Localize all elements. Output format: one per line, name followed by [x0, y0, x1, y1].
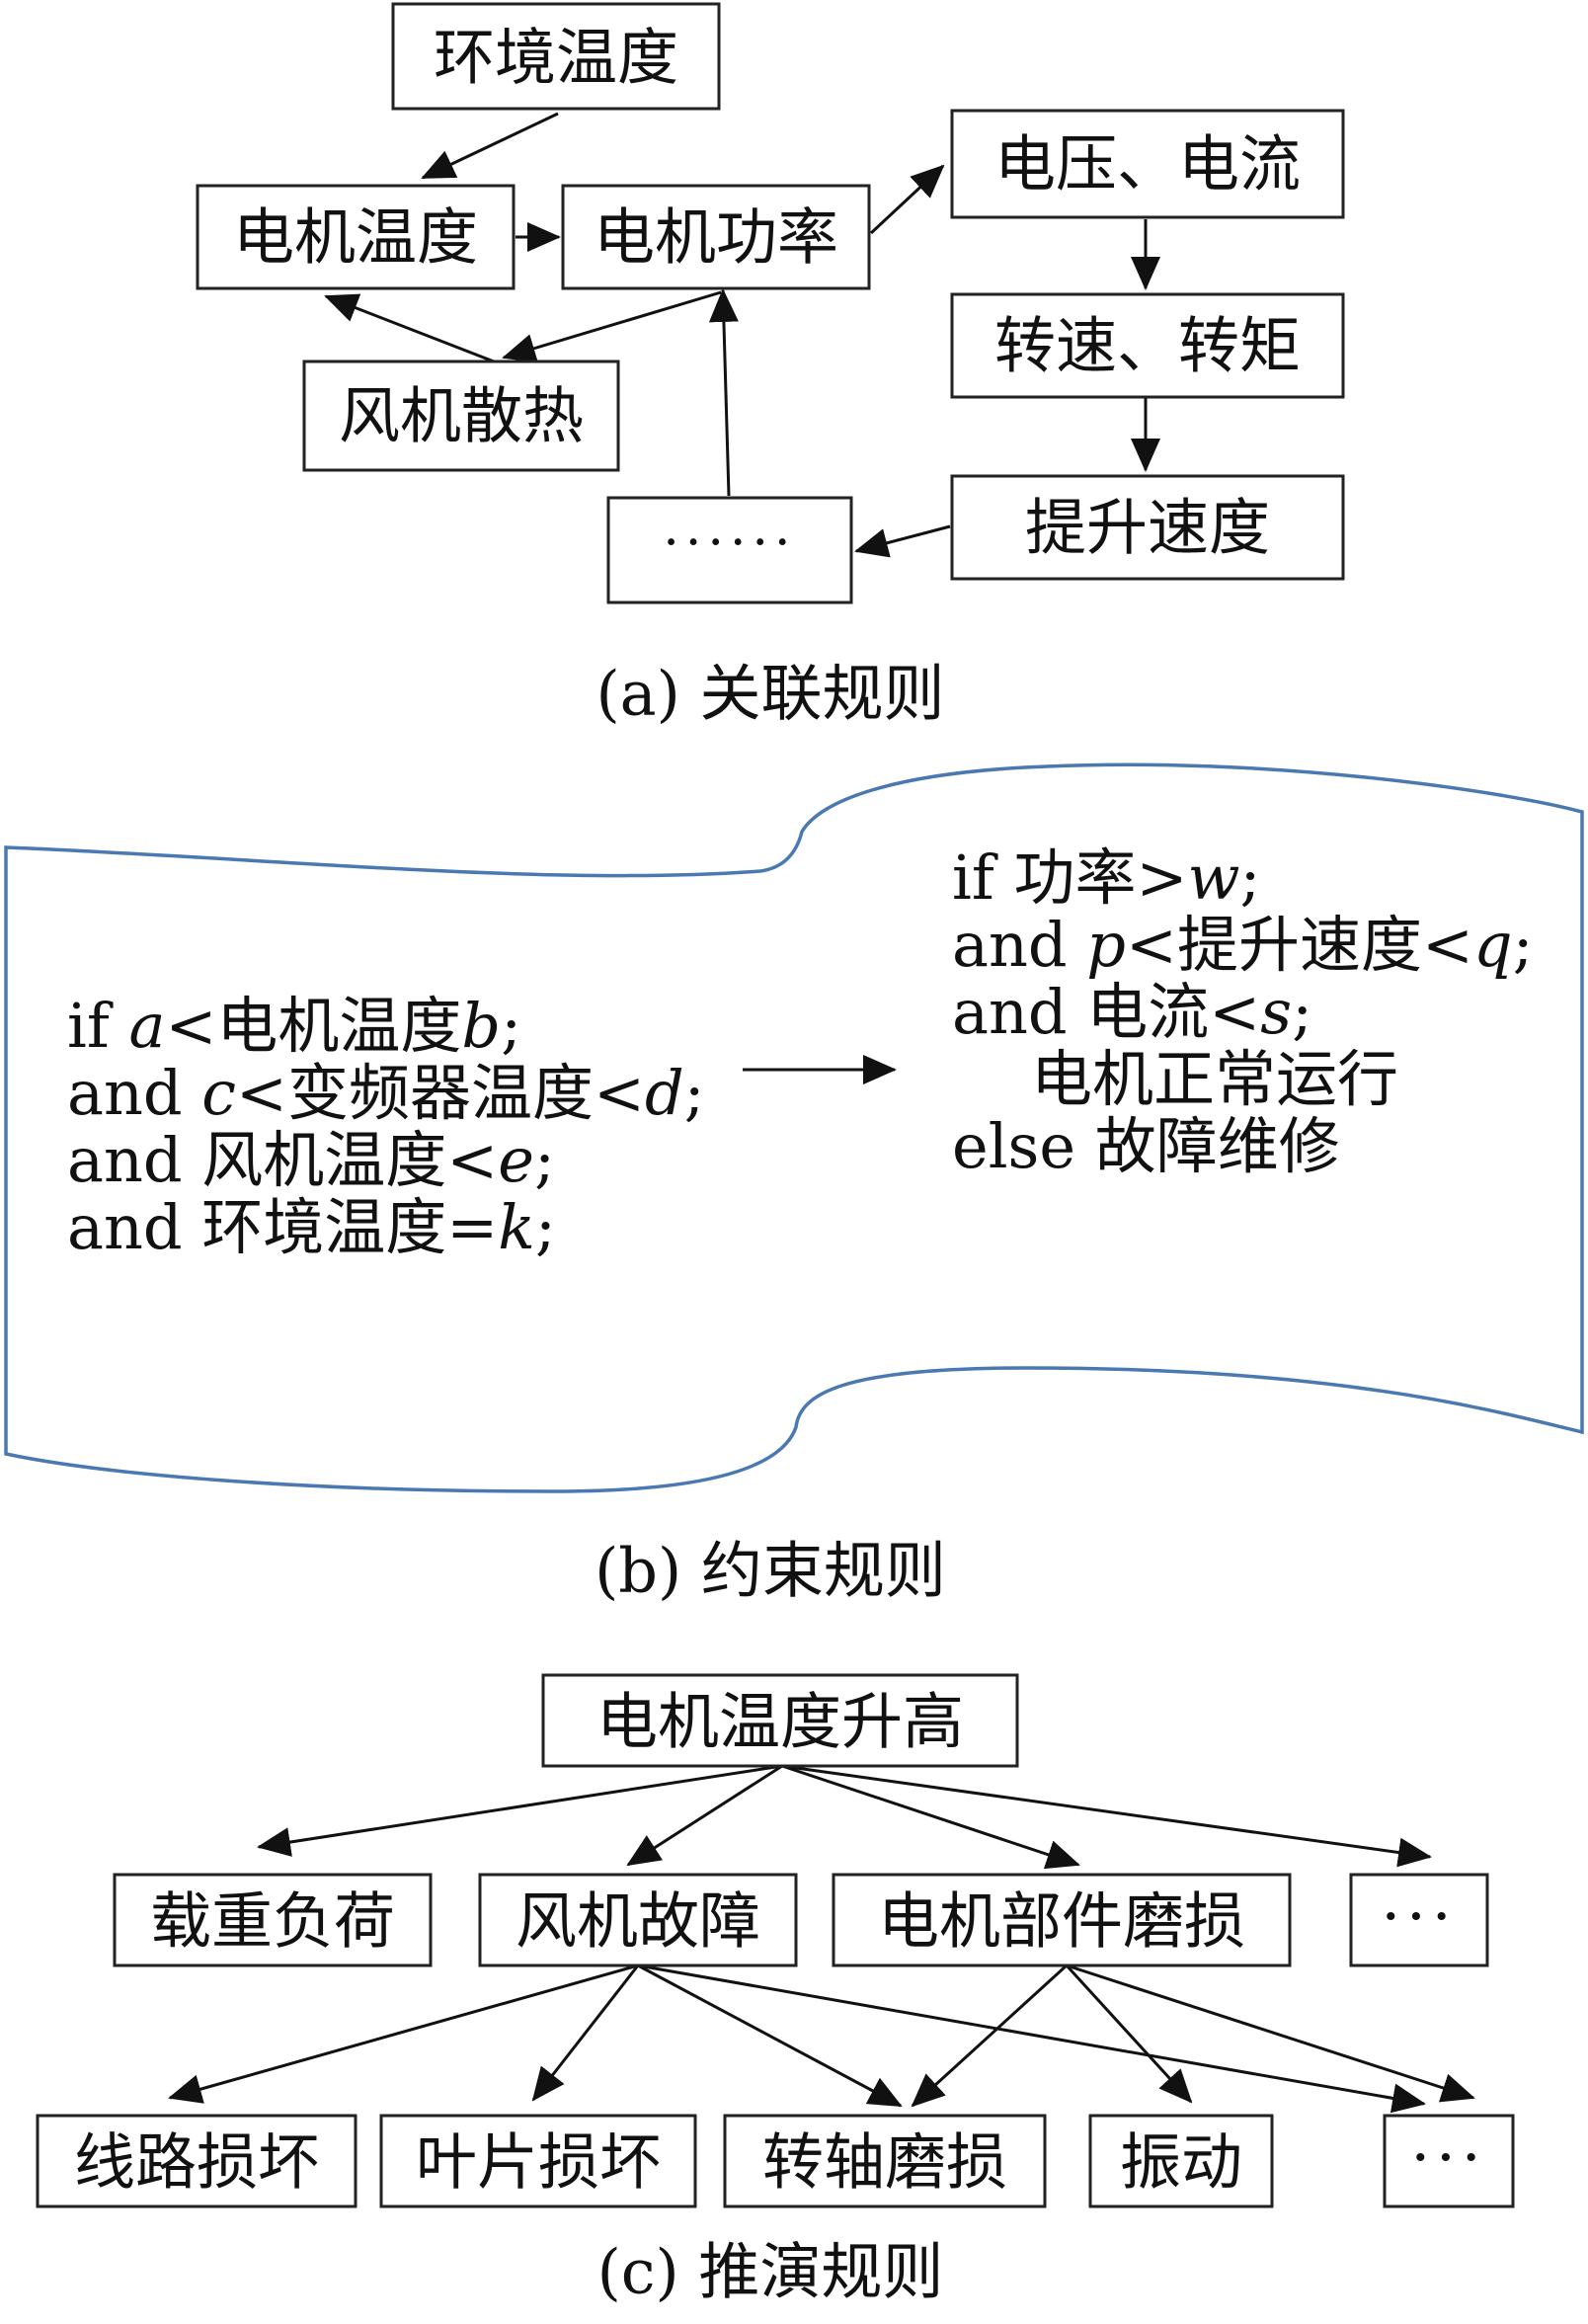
action-rules: if 功率>w;and p<提升速度<q;and 电流<s;电机正常运行else…: [952, 841, 1534, 1182]
edge-motor-wear-to-shaft-wear: [911, 1963, 1069, 2108]
edge-fan-fault-to-more2: [637, 1963, 1426, 2114]
node-label: 电机温度: [233, 201, 478, 274]
condition-rules: if a<电机温度b;and c<变频器温度<d;and 风机温度<e;and …: [67, 990, 705, 1263]
rule-line: and 环境温度=k;: [67, 1191, 556, 1263]
node-fan-cooling: 风机散热: [302, 360, 620, 472]
rule-line: if 功率>w;: [952, 841, 1260, 914]
edge-fan-fault-to-blade-damage: [531, 1964, 640, 2102]
node-speed-torque: 转速、转矩: [950, 292, 1345, 399]
node-label: 环境温度: [434, 22, 678, 94]
caption-a: (a) 关联规则: [596, 658, 944, 730]
node-label: 电压、电流: [994, 128, 1301, 200]
node-label: 线路损坏: [74, 2126, 319, 2199]
node-label: 风机故障: [516, 1885, 760, 1958]
node-label: 转速、转矩: [994, 310, 1301, 382]
rule-line: and 风机温度<e;: [67, 1124, 555, 1196]
node-label: 风机散热: [339, 380, 584, 452]
node-label: ···: [1410, 2122, 1486, 2194]
edge-root-to-motor-wear: [781, 1764, 1080, 1870]
edge-ellipsis-to-power: [708, 288, 739, 497]
edge-root-to-more1: [781, 1764, 1432, 1868]
edge-ambient-to-motor-temp: [421, 112, 559, 180]
panel-c-deduction-rules: 电机温度升高 载重负荷 风机故障 电机部件磨损 ··· 线路损坏 叶片损坏 转: [36, 1673, 1515, 2308]
node-label: 电机温度升高: [596, 1686, 964, 1758]
node-vibration: 振动: [1088, 2114, 1274, 2208]
node-label: 提升速度: [1025, 492, 1270, 564]
node-motor-temp-rise: 电机温度升高: [541, 1673, 1019, 1768]
rule-line: and 电流<s;: [952, 976, 1312, 1048]
node-label: ···: [1381, 1881, 1457, 1953]
node-ellipsis: ······: [606, 496, 853, 604]
node-more-level1: ···: [1349, 1873, 1489, 1967]
rule-line: and p<提升速度<q;: [952, 909, 1534, 981]
edge-root-to-load: [257, 1764, 783, 1857]
node-label: 转轴磨损: [762, 2126, 1007, 2199]
scroll-shape: [4, 762, 1584, 1493]
node-line-damage: 线路损坏: [36, 2114, 357, 2208]
rule-line: 电机正常运行: [1031, 1043, 1398, 1115]
edge-lift-to-ellipsis: [854, 524, 951, 558]
rule-line: if a<电机温度b;: [67, 990, 521, 1062]
node-shaft-wear: 转轴磨损: [723, 2114, 1047, 2208]
node-lift-speed: 提升速度: [950, 474, 1345, 581]
edge-fan-fault-to-shaft-wear: [637, 1963, 903, 2108]
panel-a-association-rules: 环境温度 电机温度 电机功率 电压、电流 转速、转矩 风机散热 提升速度 ··: [196, 2, 1345, 730]
node-fan-fault: 风机故障: [478, 1873, 798, 1967]
edge-root-to-fan-fault: [626, 1764, 783, 1867]
caption-c: (c) 推演规则: [597, 2236, 944, 2308]
node-label: 振动: [1120, 2126, 1242, 2199]
edge-motor-wear-to-more2: [1066, 1963, 1475, 2103]
edge-power-to-voltage: [869, 164, 945, 235]
edge-fan-fault-to-line-damage: [168, 1963, 639, 2104]
node-ambient-temperature: 环境温度: [391, 2, 721, 111]
node-label: 载重负荷: [150, 1885, 395, 1958]
node-blade-damage: 叶片损坏: [379, 2114, 697, 2208]
node-more-level2: ···: [1383, 2114, 1515, 2208]
caption-b: (b) 约束规则: [595, 1535, 946, 1607]
node-motor-component-wear: 电机部件磨损: [832, 1873, 1292, 1967]
node-motor-temperature: 电机温度: [196, 184, 516, 290]
node-voltage-current: 电压、电流: [950, 109, 1345, 219]
node-label: 叶片损坏: [416, 2126, 661, 2199]
node-label: ······: [663, 514, 796, 573]
node-label: 电机功率: [594, 201, 838, 274]
edge-fan-to-motor-temp: [324, 293, 495, 363]
node-motor-power: 电机功率: [561, 184, 871, 290]
rule-line: else 故障维修: [952, 1110, 1340, 1182]
node-load: 载重负荷: [113, 1873, 433, 1967]
edge-motor-wear-to-vibration: [1065, 1963, 1193, 2104]
edge-power-to-fan: [502, 290, 722, 363]
node-label: 电机部件磨损: [878, 1885, 1245, 1958]
panel-b-constraint-rules: if a<电机温度b;and c<变频器温度<d;and 风机温度<e;and …: [4, 762, 1584, 1607]
rule-line: and c<变频器温度<d;: [67, 1057, 705, 1129]
